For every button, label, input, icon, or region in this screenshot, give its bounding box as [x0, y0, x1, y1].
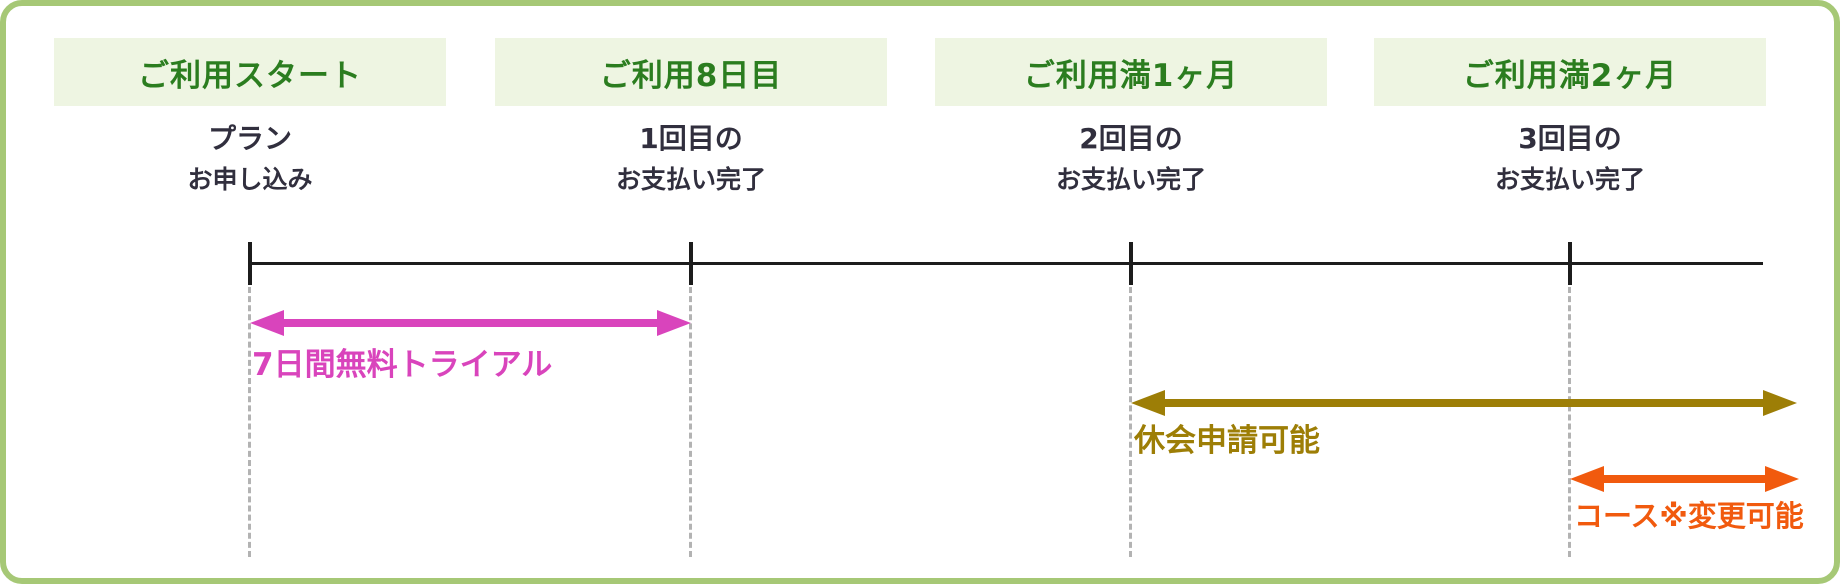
event-payment-1: 1回目の お支払い完了	[495, 118, 887, 200]
event-line1: 2回目の	[1079, 122, 1183, 155]
stage-label-day8: ご利用8日目	[599, 57, 783, 94]
stage-label-start: ご利用スタート	[138, 57, 362, 94]
free-trial-label: 7日間無料トライアル	[252, 347, 553, 383]
guide-line-start	[248, 287, 251, 557]
event-payment-3: 3回目の お支払い完了	[1374, 118, 1766, 200]
stage-box-start: ご利用スタート	[54, 38, 446, 106]
free-trial-arrow	[250, 310, 691, 336]
event-plan-application: プラン お申し込み	[54, 118, 446, 200]
stage-box-month1: ご利用満1ヶ月	[935, 38, 1327, 106]
course-change-label: コース※変更可能	[1574, 499, 1804, 533]
arrow-head-right-icon	[1765, 466, 1799, 492]
arrow-bar	[1596, 475, 1773, 483]
stage-box-month2: ご利用満2ヶ月	[1374, 38, 1766, 106]
event-line2: お申し込み	[187, 165, 313, 194]
guide-line-month2	[1568, 287, 1571, 557]
axis-tick-month2	[1568, 242, 1572, 285]
arrow-head-right-icon	[657, 310, 691, 336]
suspension-available-label: 休会申請可能	[1134, 423, 1320, 459]
event-line2: お支払い完了	[1055, 165, 1206, 194]
arrow-bar	[1157, 399, 1771, 407]
event-payment-2: 2回目の お支払い完了	[935, 118, 1327, 200]
arrow-head-right-icon	[1763, 390, 1797, 416]
arrow-bar	[276, 319, 665, 327]
suspension-available-arrow	[1131, 390, 1797, 416]
stage-box-day8: ご利用8日目	[495, 38, 887, 106]
event-line2: お支払い完了	[615, 165, 766, 194]
stage-label-month1: ご利用満1ヶ月	[1023, 57, 1239, 94]
axis-tick-start	[248, 242, 252, 285]
axis-tick-month1	[1129, 242, 1133, 285]
event-line1: 3回目の	[1518, 122, 1622, 155]
event-line2: お支払い完了	[1494, 165, 1645, 194]
axis-tick-day8	[689, 242, 693, 285]
event-line1: プラン	[207, 122, 292, 155]
guide-line-month1	[1129, 287, 1132, 557]
stage-label-month2: ご利用満2ヶ月	[1462, 57, 1678, 94]
timeline-axis-line	[250, 262, 1763, 265]
guide-line-day8	[689, 287, 692, 557]
event-line1: 1回目の	[639, 122, 743, 155]
course-change-arrow	[1570, 466, 1799, 492]
